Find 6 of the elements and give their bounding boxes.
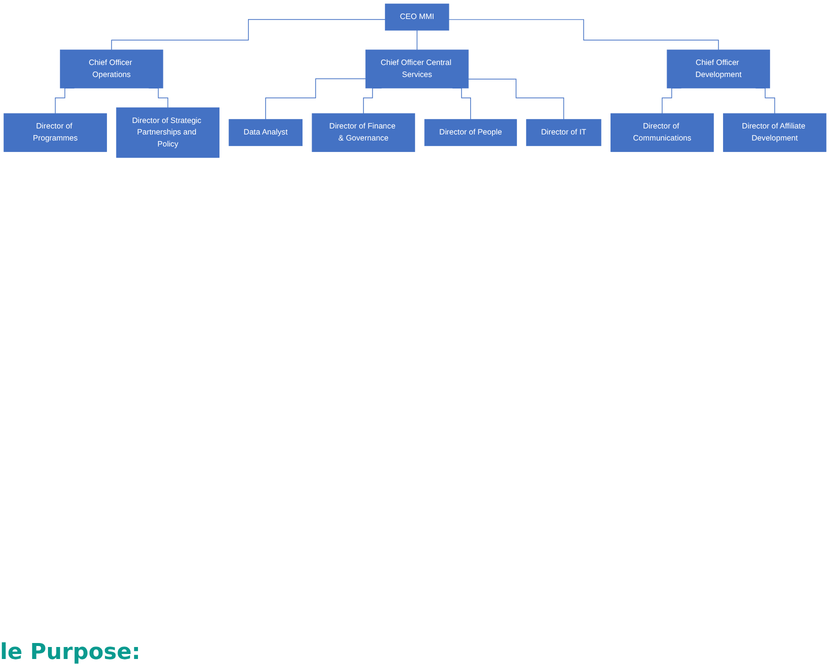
section-heading: le Purpose: [0,640,140,665]
connector [448,19,719,50]
connector [111,19,386,50]
connector [265,78,366,120]
connector [416,30,418,50]
connector [468,78,564,120]
